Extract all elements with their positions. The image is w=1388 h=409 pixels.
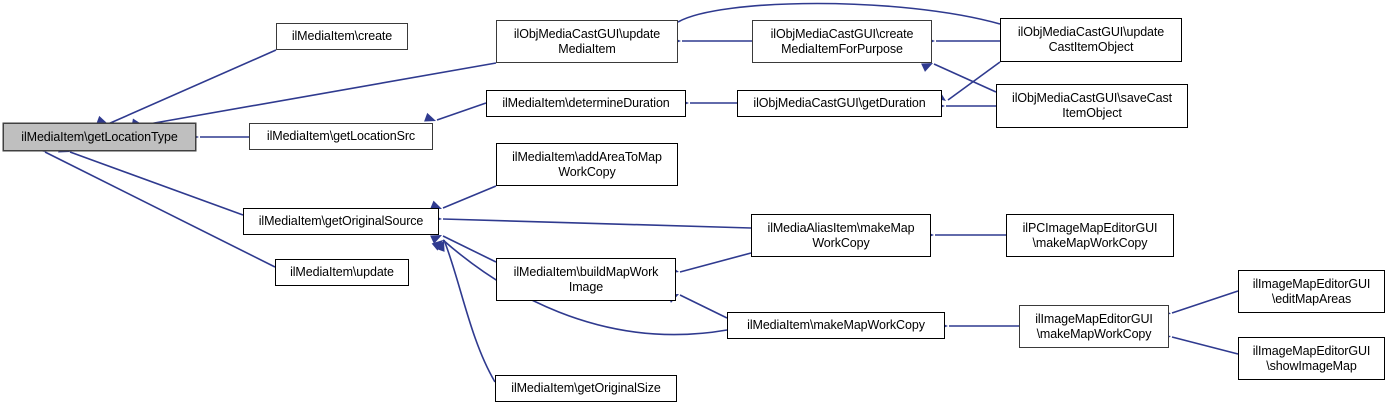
graph-node-label: ilObjMediaCastGUI\saveCast ItemObject xyxy=(1012,91,1172,120)
graph-node-editMapAreas[interactable]: ilImageMapEditorGUI \editMapAreas xyxy=(1238,270,1385,313)
graph-node-getLocationSrc[interactable]: ilMediaItem\getLocationSrc xyxy=(249,123,433,150)
graph-node-saveCastItemObject[interactable]: ilObjMediaCastGUI\saveCast ItemObject xyxy=(996,84,1188,128)
graph-edge-getLocationSrc-to-getLocationType xyxy=(188,132,249,142)
arrowhead-icon xyxy=(424,112,436,122)
arrowhead-icon xyxy=(430,235,442,244)
graph-node-create[interactable]: ilMediaItem\create xyxy=(276,23,408,50)
graph-node-addAreaToMapWorkCopy[interactable]: ilMediaItem\addAreaToMap WorkCopy xyxy=(496,143,678,186)
graph-node-makeMapWorkCopy[interactable]: ilMediaItem\makeMapWorkCopy xyxy=(727,312,945,339)
graph-node-label: ilObjMediaCastGUI\getDuration xyxy=(753,96,926,110)
graph-node-label: ilMediaItem\buildMapWork Image xyxy=(513,264,659,294)
graph-edge-updateMediaItem-to-getLocationType xyxy=(131,62,497,128)
graph-edge-aliasMakeMapWorkCopy-to-buildMapWorkImage xyxy=(667,252,752,274)
graph-node-buildMapWorkImage[interactable]: ilMediaItem\buildMapWork Image xyxy=(496,258,676,301)
graph-node-getLocationType[interactable]: ilMediaItem\getLocationType xyxy=(3,123,196,151)
graph-node-getDuration[interactable]: ilObjMediaCastGUI\getDuration xyxy=(737,90,942,117)
graph-node-label: ilMediaItem\determineDuration xyxy=(502,96,670,110)
graph-node-label: ilPCImageMapEditorGUI \makeMapWorkCopy xyxy=(1022,220,1158,250)
graph-edge-create-to-getLocationType xyxy=(96,49,277,125)
graph-node-label: ilImageMapEditorGUI \showImageMap xyxy=(1252,343,1371,373)
graph-node-label: ilMediaItem\getLocationSrc xyxy=(266,129,416,143)
graph-node-getOriginalSize[interactable]: ilMediaItem\getOriginalSize xyxy=(495,375,677,402)
graph-node-label: ilMediaItem\getLocationType xyxy=(21,129,178,144)
graph-node-createMediaItemForPurpose[interactable]: ilObjMediaCastGUI\create MediaItemForPur… xyxy=(752,20,932,63)
graph-node-showImageMap[interactable]: ilImageMapEditorGUI \showImageMap xyxy=(1238,337,1385,380)
graph-edge-saveCastItemObject-to-getDuration xyxy=(934,101,996,111)
graph-node-getOriginalSource[interactable]: ilMediaItem\getOriginalSource xyxy=(243,208,439,235)
graph-node-label: ilImageMapEditorGUI \editMapAreas xyxy=(1252,276,1371,306)
arrowhead-icon xyxy=(96,115,108,125)
arrowhead-icon xyxy=(435,240,445,252)
graph-edge-imageMapEditorMakeCopy-to-makeMapWorkCopy xyxy=(937,321,1019,331)
graph-node-label: ilMediaItem\update xyxy=(290,265,394,279)
graph-node-updateCastItemObject[interactable]: ilObjMediaCastGUI\update CastItemObject xyxy=(1000,18,1182,62)
graph-node-pcImageMapEditorGUI[interactable]: ilPCImageMapEditorGUI \makeMapWorkCopy xyxy=(1006,214,1174,257)
graph-edge-makeMapWorkCopy-to-buildMapWorkImage xyxy=(667,294,728,319)
graph-edge-editMapAreas-to-imageMapEditorMakeCopy xyxy=(1159,290,1239,315)
graph-edge-getDuration-to-determineDuration xyxy=(678,98,737,108)
graph-node-label: ilMediaAliasItem\makeMap WorkCopy xyxy=(767,220,915,250)
graph-edge-saveCastItemObject-to-createMediaItemForPurpose xyxy=(921,63,997,93)
arrowhead-icon xyxy=(431,240,443,251)
graph-edge-update-to-getLocationType xyxy=(33,142,276,268)
graph-edge-determineDuration-to-getLocationSrc xyxy=(424,102,487,122)
graph-node-label: ilImageMapEditorGUI \makeMapWorkCopy xyxy=(1035,311,1153,341)
graph-edge-pcImageMapEditorGUI-to-aliasMakeMapWorkCopy xyxy=(923,230,1006,240)
graph-edge-updateCastItemObject-to-createMediaItemForPurpose xyxy=(924,36,1000,46)
graph-node-label: ilObjMediaCastGUI\update MediaItem xyxy=(513,26,661,56)
graph-node-determineDuration[interactable]: ilMediaItem\determineDuration xyxy=(486,90,686,117)
arrowhead-icon xyxy=(430,200,442,210)
graph-edge-showImageMap-to-imageMapEditorMakeCopy xyxy=(1159,334,1239,355)
graph-node-label: ilMediaItem\makeMapWorkCopy xyxy=(747,318,925,332)
graph-edge-buildMapWorkImage-to-getOriginalSource xyxy=(430,235,497,263)
graph-node-label: ilObjMediaCastGUI\update CastItemObject xyxy=(1017,25,1165,54)
graph-node-label: ilMediaItem\create xyxy=(291,29,393,43)
graph-edge-makeMapWorkCopy-to-getOriginalSource xyxy=(431,239,728,336)
graph-node-imageMapEditorMakeCopy[interactable]: ilImageMapEditorGUI \makeMapWorkCopy xyxy=(1019,305,1169,348)
graph-node-aliasMakeMapWorkCopy[interactable]: ilMediaAliasItem\makeMap WorkCopy xyxy=(751,214,931,257)
graph-edge-addAreaToMapWorkCopy-to-getOriginalSource xyxy=(430,185,497,210)
graph-node-label: ilMediaItem\getOriginalSize xyxy=(511,381,661,395)
arrowhead-icon xyxy=(921,63,933,72)
graph-node-label: ilMediaItem\addAreaToMap WorkCopy xyxy=(512,149,662,179)
graph-node-label: ilMediaItem\getOriginalSource xyxy=(258,214,424,228)
graph-node-updateMediaItem[interactable]: ilObjMediaCastGUI\update MediaItem xyxy=(496,20,678,63)
graph-edge-aliasMakeMapWorkCopy-to-getOriginalSource xyxy=(430,214,752,229)
graph-node-update[interactable]: ilMediaItem\update xyxy=(275,259,409,286)
graph-node-label: ilObjMediaCastGUI\create MediaItemForPur… xyxy=(770,26,914,56)
graph-edge-createMediaItemForPurpose-to-updateMediaItem xyxy=(670,36,752,46)
graph-edge-getOriginalSize-to-getOriginalSource xyxy=(435,239,496,383)
